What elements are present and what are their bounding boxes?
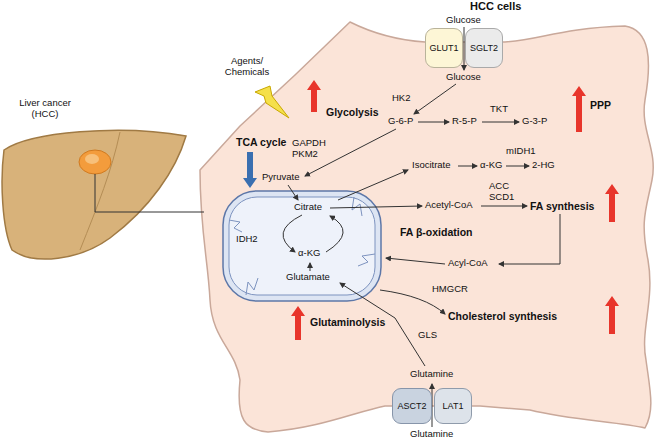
metabolite-label: Pyruvate [262, 172, 300, 183]
process-label: FA β-oxidation [400, 226, 473, 238]
process-label: Cholesterol synthesis [448, 310, 557, 322]
label-slot: Glucose [446, 72, 481, 83]
process-label: PPP [590, 99, 611, 111]
label-slot: Agents/ Chemicals [222, 56, 272, 78]
outer-membrane [223, 191, 381, 301]
label-slot: Glutamine [410, 429, 453, 440]
process-label: TCA cycle [236, 136, 286, 148]
metabolite-label: Acetyl-CoA [425, 200, 473, 211]
metabolite-text: α-KG [298, 248, 320, 259]
tumor [79, 150, 111, 174]
label-slot: Glycolysis [326, 106, 379, 118]
metabolite-label: TKT [490, 104, 508, 115]
label-slot: Liver cancer (HCC) [12, 98, 78, 120]
process-label: Glutaminolysis [310, 316, 385, 328]
transporter-box: SGLT2 [465, 28, 503, 68]
label-slot: Glutamine [410, 369, 453, 380]
metabolite-label: mIDH1 [506, 146, 536, 157]
metabolite-label: Acyl-CoA [448, 258, 488, 269]
transporter-label: LAT1 [443, 401, 464, 411]
label-slot: IDH2 [236, 234, 258, 245]
metabolite-label: Glucose [446, 15, 481, 26]
zoom-line [95, 174, 204, 212]
cycle-arrow [310, 263, 311, 271]
label-slot: R-5-P [452, 116, 477, 127]
metabolite-label: HK2 [392, 93, 410, 104]
metabolite-text: Glutamate [286, 272, 330, 283]
metabolite-label: G-3-P [522, 116, 547, 127]
metabolite-label: HMGCR [432, 284, 468, 295]
label-slot: GAPDH PKM2 [292, 138, 328, 160]
liver-lobe-line [80, 132, 120, 250]
metabolite-label: 2-HG [532, 160, 555, 171]
transporter-box: LAT1 [434, 388, 472, 424]
transporter-label: GLUT1 [429, 43, 458, 53]
metabolite-text: IDH2 [236, 234, 258, 245]
metabolite-label: α-KG [480, 160, 502, 171]
metabolite-label: Glutamine [410, 429, 453, 440]
metabolite-label: Glutamine [410, 369, 453, 380]
label-slot: Acetyl-CoA [425, 200, 473, 211]
mitochondrion: IDH2 Citrate α-KG Glutamate [222, 190, 382, 302]
cell-title: HCC cells [470, 0, 521, 13]
label-slot: ACC SCD1 [489, 181, 515, 203]
cycle-arrow [283, 215, 302, 252]
label-slot: Cholesterol synthesis [448, 310, 557, 322]
label-slot: PPP [590, 99, 611, 111]
cell-group [200, 22, 653, 432]
label-slot: Glutaminolysis [310, 316, 385, 328]
label-slot: FA β-oxidation [400, 226, 473, 238]
process-label: Glycolysis [326, 106, 379, 118]
transporter-box: ASCT2 [392, 388, 432, 424]
label-slot: α-KG [298, 248, 320, 259]
cell-membrane [200, 22, 653, 432]
inner-membrane [229, 197, 375, 295]
process-label: FA synthesis [530, 200, 594, 212]
label-slot: Pyruvate [262, 172, 300, 183]
label-slot: HCC cells [470, 0, 521, 13]
metabolite-label: GLS [418, 330, 437, 341]
transporter-box: GLUT1 [425, 28, 463, 68]
label-slot: Glucose [446, 15, 481, 26]
tumor-core [85, 154, 99, 164]
label-slot: α-KG [480, 160, 502, 171]
metabolite-label: Glucose [446, 72, 481, 83]
crista [246, 278, 258, 295]
metabolite-label: R-5-P [452, 116, 477, 127]
label-slot: GLS [418, 330, 437, 341]
label-slot: Isocitrate [412, 160, 451, 171]
label-slot: 2-HG [532, 160, 555, 171]
transporter-label: SGLT2 [470, 43, 498, 53]
label-slot: TKT [490, 104, 508, 115]
label-slot: TCA cycle [236, 136, 286, 148]
crista [358, 254, 375, 266]
label-slot: FA synthesis [530, 200, 594, 212]
metabolite-label: Agents/ Chemicals [222, 56, 272, 78]
label-slot: G-3-P [522, 116, 547, 127]
label-slot: HMGCR [432, 284, 468, 295]
crista [352, 197, 362, 216]
metabolite-text: Citrate [294, 202, 322, 213]
liver-organ [2, 130, 186, 259]
label-slot: Glutamate [286, 272, 330, 283]
label-slot: mIDH1 [506, 146, 536, 157]
label-slot: HK2 [392, 93, 410, 104]
metabolite-label: G-6-P [388, 116, 413, 127]
label-slot: Acyl-CoA [448, 258, 488, 269]
metabolite-label: Liver cancer (HCC) [12, 98, 78, 120]
crista [229, 220, 242, 232]
label-slot: Citrate [294, 202, 322, 213]
cycle-arrow [326, 216, 343, 252]
label-slot: G-6-P [388, 116, 413, 127]
metabolite-label: GAPDH PKM2 [292, 138, 328, 160]
metabolite-label: ACC SCD1 [489, 181, 515, 203]
transporter-label: ASCT2 [397, 401, 426, 411]
metabolite-label: Isocitrate [412, 160, 451, 171]
